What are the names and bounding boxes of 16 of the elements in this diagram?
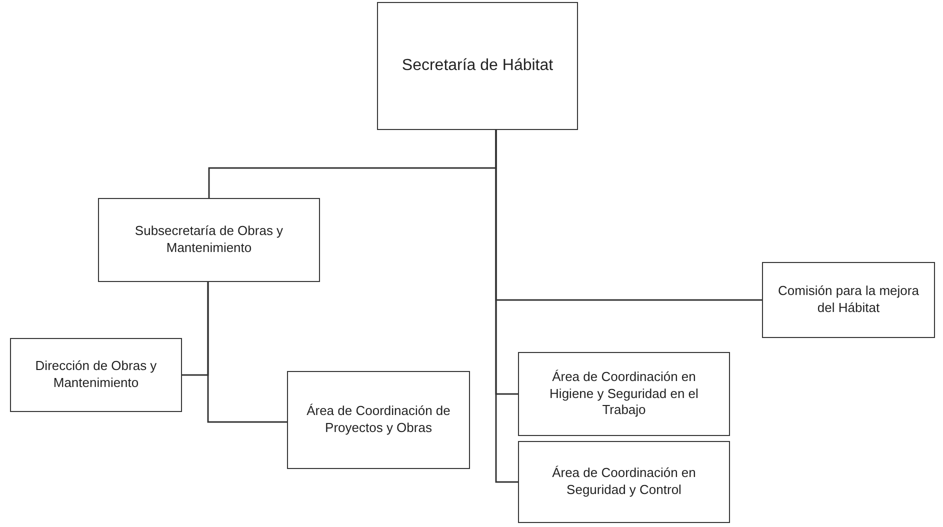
unit-name: Área de Coordinación en Higiene y Seguridad en el Trabajo [548,368,700,420]
connector-line [495,130,518,483]
org-box [377,2,578,130]
org-box [98,198,320,282]
org-box [287,371,470,469]
unit-name: Secretaría de Hábitat [402,56,554,76]
org-box [762,262,935,338]
unit-name: Dirección de Obras y Mantenimiento [34,358,158,392]
org-box [10,338,182,412]
org-box [518,441,730,523]
unit-name: Área de Coordinación de Proyectos y Obras [306,403,452,437]
unit-name: Subsecretaría de Obras y Mantenimiento [134,223,284,257]
connector-line [207,282,287,423]
unit-name: Comisión para la mejora del Hábitat [777,283,920,317]
unit-name: Área de Coordinación en Seguridad y Control [551,465,697,499]
org-box [518,352,730,436]
